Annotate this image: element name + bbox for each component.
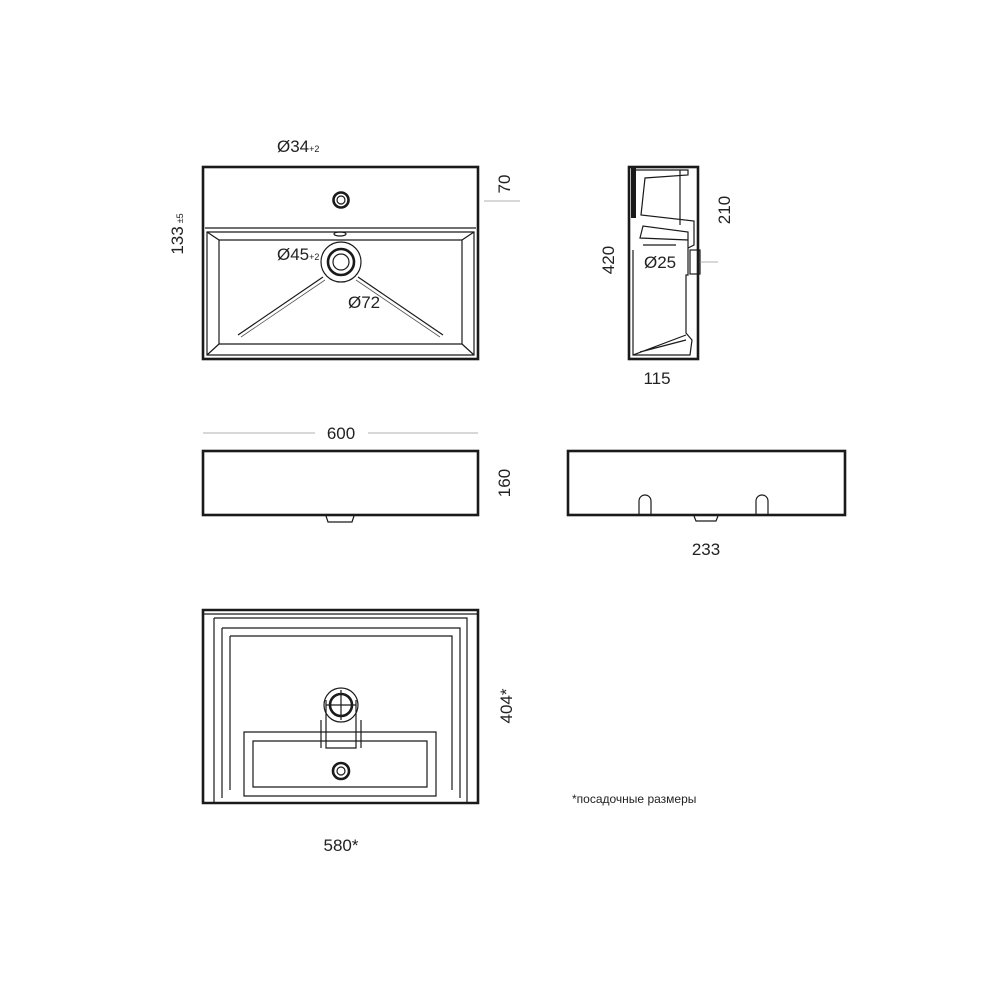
side-section-bowl-bottom [632,334,687,356]
bottom-view-inner-frame-2 [229,635,453,790]
side-view-drain [693,515,719,522]
mount-width-label: 580* [324,836,359,855]
front-view: 600 160 [201,424,514,523]
side-section-inner-wall [632,169,695,356]
bottom-view: 404* 580* *посадочные размеры [201,608,696,855]
side-view-mount-slot-right [755,494,769,515]
drain-hole-label: Ø45+2 [277,245,319,264]
bottom-view-drain-circle [331,761,351,781]
bottom-view-tap-mount-outer [320,720,362,748]
side-view: 233 [566,449,847,559]
top-view-slope-lines-inner [240,279,441,338]
bottom-view-frame [213,617,468,803]
tap-hole-label: Ø34+2 [277,137,319,156]
bottom-view-drain-inner [336,766,346,776]
top-view-bowl-outer [206,231,475,356]
front-view-outline [201,449,480,517]
drain-inner-circle [332,253,350,271]
tap-hole-circle [332,191,350,209]
bottom-view-tray-inner [252,740,428,788]
top-view-outline [201,165,480,361]
drain-outer-label: Ø72 [348,293,380,312]
overflow-height-label: 70 [495,175,514,194]
height-label: 160 [495,469,514,497]
side-view-mount-slot-left [638,494,652,515]
top-view-bowl-corners [206,231,475,356]
drain-outer-circle [320,241,362,283]
tap-hole-inner [336,195,346,205]
bottom-view-tap-mount [325,700,357,749]
bottom-view-outline [201,608,480,805]
bottom-view-tray-outer [243,731,437,797]
drain-pipe-label: Ø25 [644,253,676,272]
overflow-slot [333,231,347,237]
bottom-view-tap-outer [323,687,359,723]
side-section-view: 210 420 Ø25 115 [599,165,734,388]
bottom-width-label: 115 [643,369,670,388]
bottom-view-inner-frame [221,627,461,798]
side-section-wall-fill [631,168,636,218]
front-view-drain [325,515,355,523]
drain-circle [326,247,356,277]
depth-label: 133±5 [168,213,187,254]
width-label: 600 [327,424,355,443]
top-view-bowl-inner [218,239,463,345]
side-section-outline [627,165,700,361]
top-view: 70 133±5 Ø34+2 Ø45+2 Ø72 [168,137,520,361]
total-depth-label: 420 [599,246,618,274]
side-width-label: 233 [692,540,720,559]
height-upper-label: 210 [715,196,734,224]
side-view-outline [566,449,847,517]
bottom-view-tap-cross [326,690,356,720]
footnote-text: *посадочные размеры [572,792,696,806]
side-section-overflow-channel [643,170,681,246]
mount-depth-label: 404* [497,688,516,723]
top-view-slope-lines [237,276,444,336]
